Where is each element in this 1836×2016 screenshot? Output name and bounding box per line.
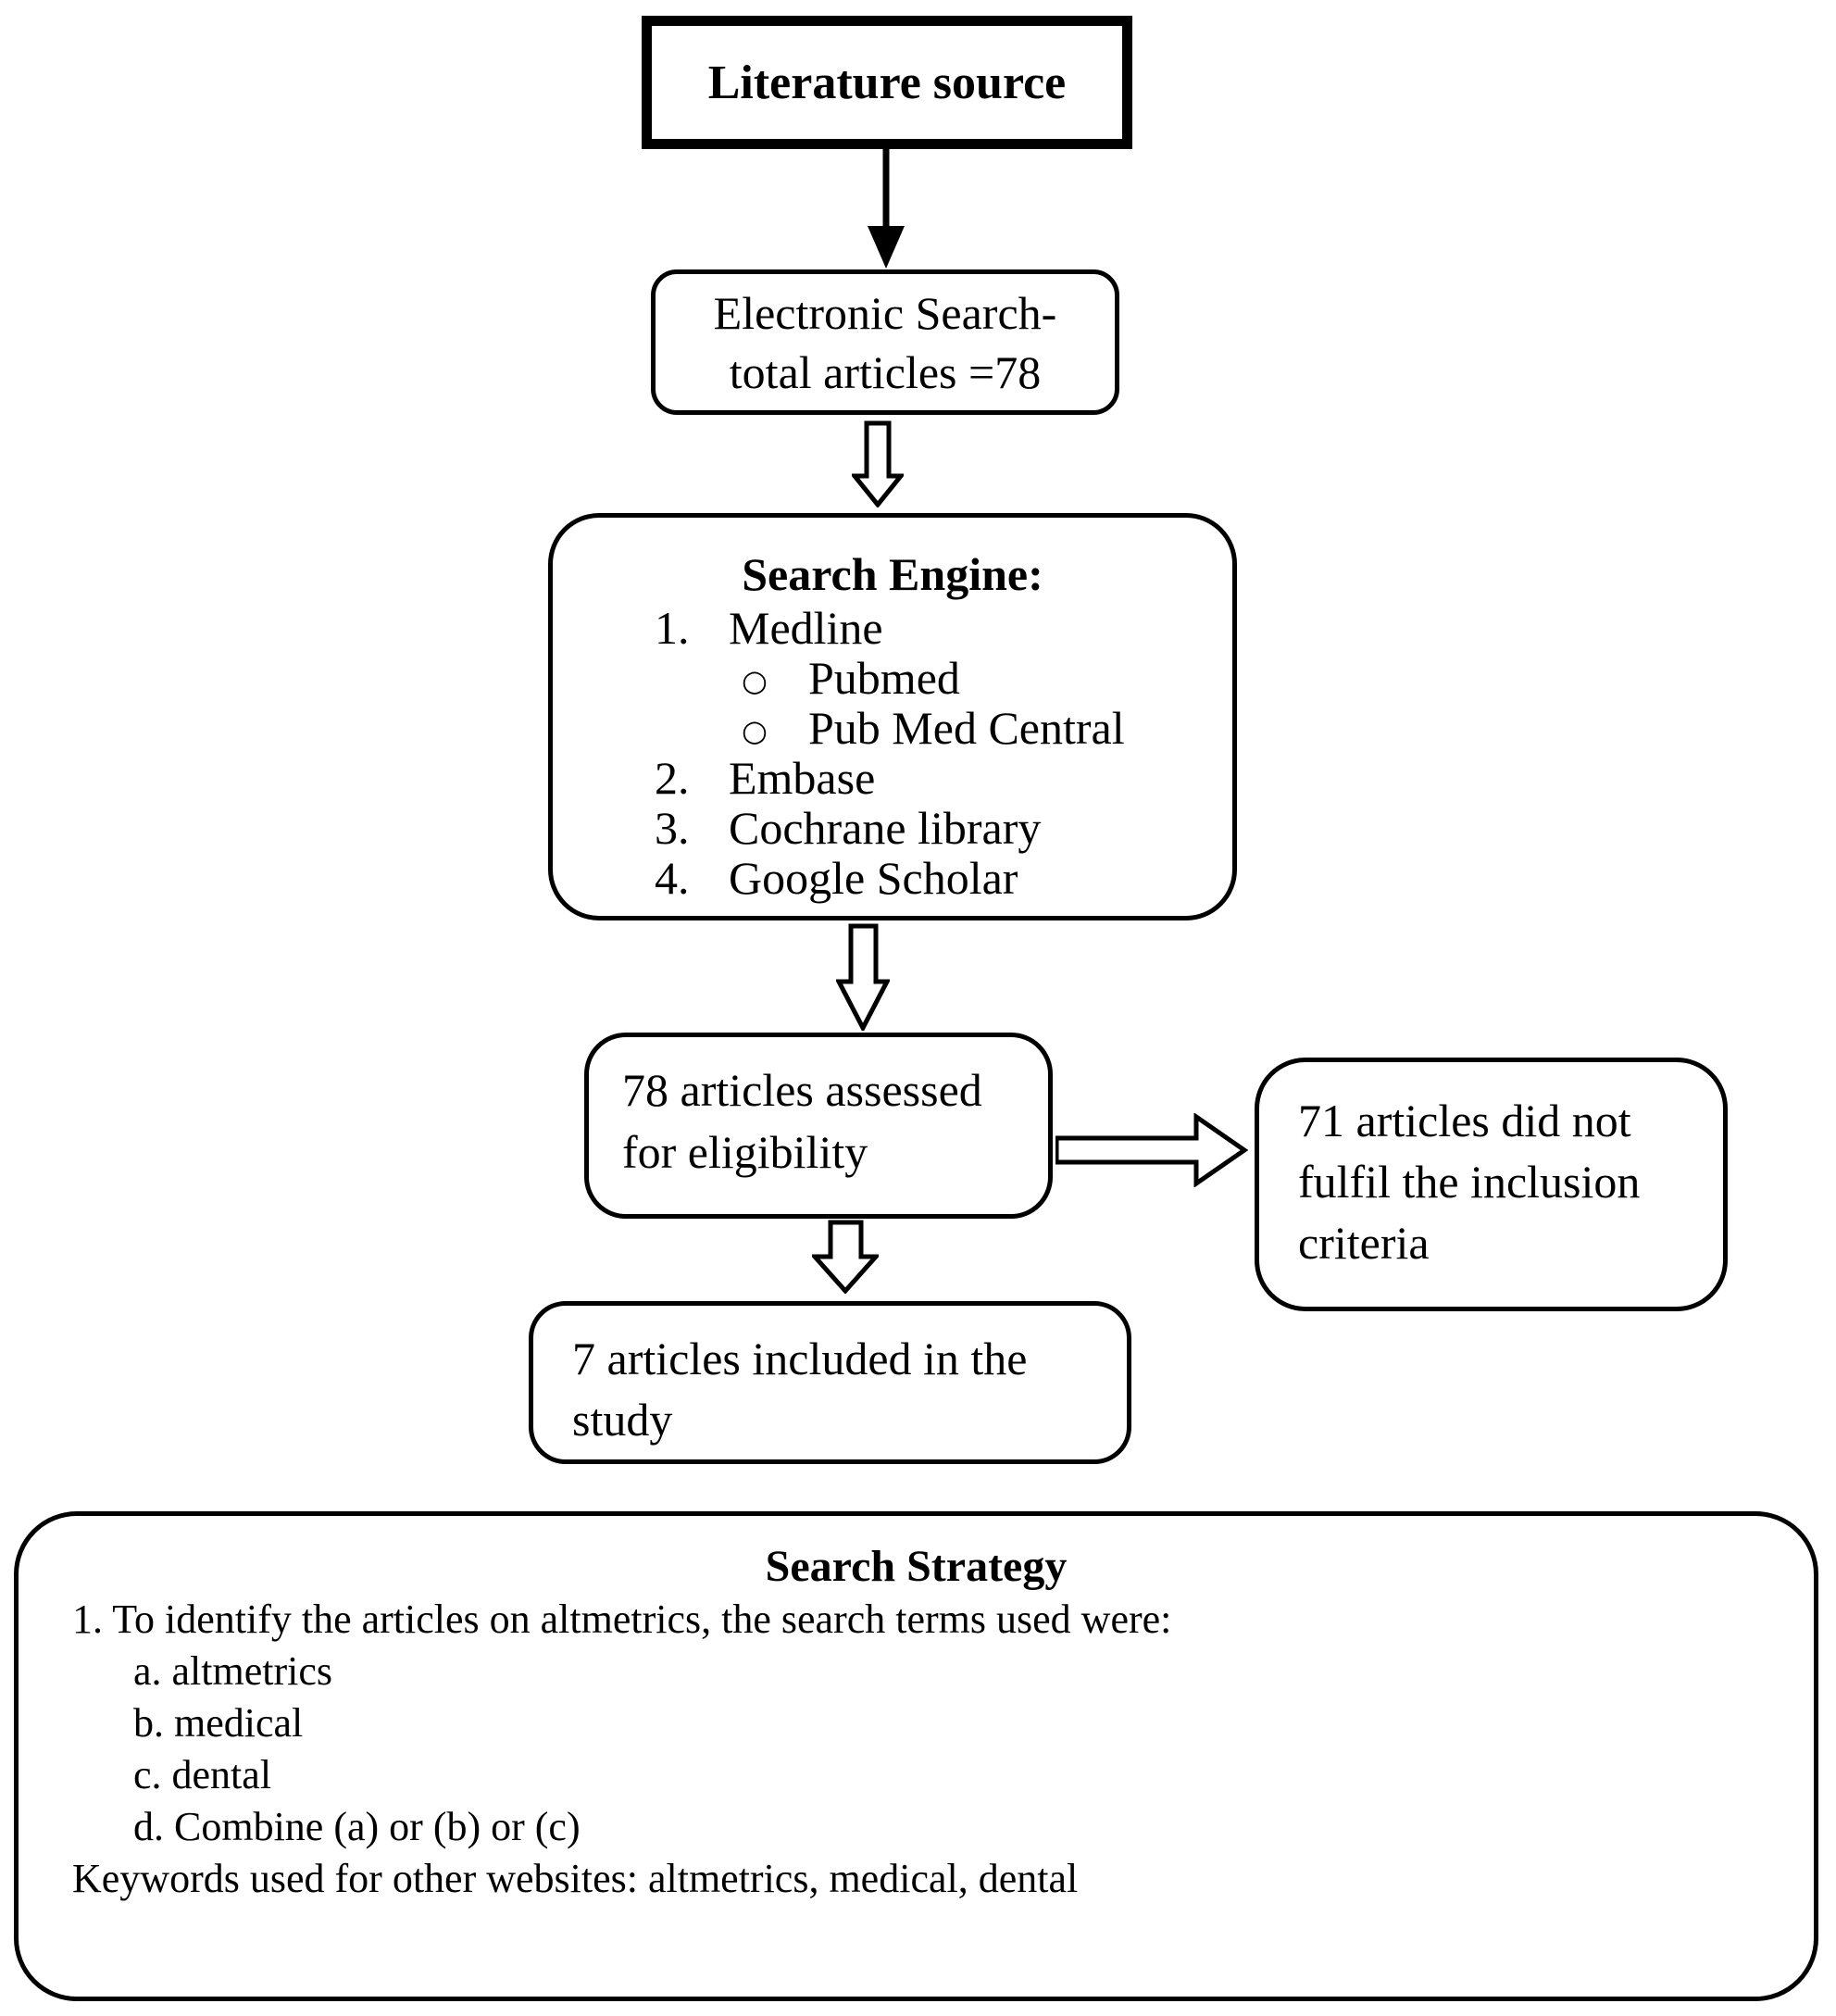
articles-included-line: 7 articles included in the [572,1333,1028,1384]
literature-source-box: Literature source [642,16,1132,149]
search-strategy-intro: 1. To identify the articles on altmetric… [72,1597,1172,1642]
articles-excluded-line: criteria [1298,1217,1430,1269]
articles-assessed-line: for eligibility [622,1126,868,1178]
articles-excluded-line: fulfil the inclusion [1298,1156,1641,1208]
search-engine-subitem: ○ Pub Med Central [553,703,1232,753]
search-engine-item-label: Google Scholar [729,852,1018,904]
search-strategy-keywords: Keywords used for other websites: altmet… [72,1856,1079,1901]
search-engine-item: 3. Cochrane library [553,803,1232,853]
list-number: 1. [655,602,690,654]
search-engine-item-label: Medline [729,602,883,654]
articles-assessed-box: 78 articles assessed for eligibility [584,1033,1053,1219]
list-number: 2. [655,752,690,804]
articles-included-line: study [572,1394,673,1446]
search-term: a. altmetrics [133,1648,333,1694]
search-term: d. Combine (a) or (b) or (c) [133,1804,581,1849]
search-engine-item-label: Embase [729,752,876,804]
search-engine-item: 1. Medline [553,603,1232,653]
search-engine-item: 2. Embase [553,753,1232,803]
solid-down-arrow-icon [868,149,905,269]
search-engine-subitem: ○ Pubmed [553,653,1232,703]
search-engine-box: Search Engine: 1. Medline ○ Pubmed ○ Pub… [548,513,1237,920]
search-engine-title: Search Engine: [742,548,1043,600]
search-engine-item: 4. Google Scholar [553,853,1232,903]
articles-included-box: 7 articles included in the study [529,1301,1131,1464]
list-number: 3. [655,802,690,854]
list-number: 4. [655,852,690,904]
search-engine-item-label: Pub Med Central [808,702,1125,754]
articles-assessed-line: 78 articles assessed [622,1064,982,1116]
search-engine-item-label: Cochrane library [729,802,1042,854]
electronic-search-line: total articles =78 [729,345,1042,398]
circle-bullet-icon: ○ [742,663,768,698]
search-strategy-title: Search Strategy [765,1542,1068,1591]
hollow-down-arrow-icon [836,923,890,1031]
articles-excluded-box: 71 articles did not fulfil the inclusion… [1255,1058,1728,1311]
literature-source-label: Literature source [707,56,1067,109]
hollow-right-arrow-icon [1055,1113,1248,1187]
hollow-down-arrow-icon [852,420,904,507]
circle-bullet-icon: ○ [742,713,768,748]
search-term: b. medical [133,1700,304,1746]
electronic-search-box: Electronic Search- total articles =78 [651,269,1119,415]
electronic-search-line: Electronic Search- [713,286,1057,339]
articles-excluded-line: 71 articles did not [1298,1095,1631,1146]
search-strategy-box: Search Strategy 1. To identify the artic… [14,1511,1818,2001]
search-engine-item-label: Pubmed [808,652,960,704]
search-term: c. dental [133,1752,272,1797]
hollow-down-arrow-icon [812,1220,879,1294]
